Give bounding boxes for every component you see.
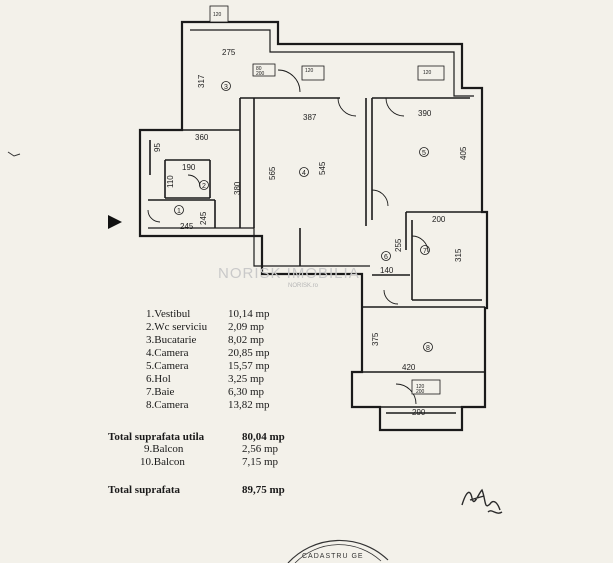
room-area-4: 20,85 mp [228, 347, 270, 359]
stamp-text: CADASTRU GE [302, 553, 364, 560]
total-value: 89,75 mp [242, 484, 285, 496]
room-area-5: 15,57 mp [228, 360, 270, 372]
dim-190: 190 [182, 163, 196, 172]
room-marker-7: 7 [423, 248, 427, 255]
dim-375: 375 [371, 332, 380, 346]
room-marker-labels: 1 2 3 4 5 6 7 8 [177, 84, 430, 352]
svg-text:200: 200 [416, 389, 425, 395]
dimension-labels: 275 317 360 387 390 405 565 545 380 190 … [153, 48, 468, 417]
dim-200: 200 [432, 215, 446, 224]
door-swings [147, 69, 429, 405]
signature [461, 488, 503, 514]
room-name-1: 1.Vestibul [146, 308, 190, 320]
room-area-6: 3,25 mp [228, 373, 265, 385]
window-labels: 120 80 200 120 120 120 200 [213, 12, 432, 395]
watermark-small: NORISK.ro [288, 283, 319, 289]
total-util-label: Total suprafata utila [108, 431, 205, 443]
plan-partitions [148, 22, 485, 414]
entrance-arrow-icon [108, 215, 122, 229]
room-name-3: 3.Bucatarie [146, 334, 197, 346]
room-marker-2: 2 [202, 183, 206, 190]
dim-360: 360 [195, 133, 209, 142]
room-area-7: 6,30 mp [228, 386, 265, 398]
dim-245v: 245 [199, 211, 208, 225]
dim-140: 140 [380, 266, 394, 275]
dim-545: 545 [318, 161, 327, 175]
svg-text:120: 120 [213, 12, 222, 18]
room-marker-5: 5 [422, 150, 426, 157]
total-label: Total suprafata [108, 484, 181, 496]
room-name-5: 5.Camera [146, 360, 189, 372]
room-marker-3: 3 [224, 84, 228, 91]
svg-text:120: 120 [416, 384, 425, 390]
balcony-area-9: 2,56 mp [242, 443, 279, 455]
dim-275: 275 [222, 48, 236, 57]
svg-text:120: 120 [305, 68, 314, 74]
dim-387: 387 [303, 113, 317, 122]
dim-380: 380 [233, 181, 242, 195]
dim-565: 565 [268, 166, 277, 180]
stray-mark [7, 151, 21, 157]
balcony-name-10: 10.Balcon [140, 456, 185, 468]
dim-405: 405 [459, 146, 468, 160]
room-marker-1: 1 [177, 208, 181, 215]
dim-315: 315 [454, 248, 463, 262]
room-marker-6: 6 [384, 254, 388, 261]
balcony-area-10: 7,15 mp [242, 456, 279, 468]
room-name-2: 2.Wc serviciu [146, 321, 208, 333]
dim-95: 95 [153, 143, 162, 152]
stamp-outline [287, 539, 389, 563]
area-legend: 1.Vestibul 10,14 mp 2.Wc serviciu 2,09 m… [108, 308, 285, 496]
dim-110: 110 [166, 175, 175, 188]
stamp-inner-ring [294, 544, 382, 563]
plan-walls [138, 20, 489, 432]
room-area-2: 2,09 mp [228, 321, 265, 333]
room-name-7: 7.Baie [146, 386, 175, 398]
dim-255: 255 [394, 238, 403, 252]
room-marker-circles [174, 81, 433, 352]
room-area-8: 13,82 mp [228, 399, 270, 411]
dim-390: 390 [418, 109, 432, 118]
room-area-3: 8,02 mp [228, 334, 265, 346]
watermark-main: NORISK IMOBILIA [218, 265, 360, 282]
svg-text:200: 200 [256, 71, 265, 77]
dim-245: 245 [180, 222, 194, 231]
svg-text:80: 80 [256, 66, 262, 72]
balcony-name-9: 9.Balcon [144, 443, 184, 455]
windows [209, 5, 445, 395]
total-util-value: 80,04 mp [242, 431, 285, 443]
dim-317: 317 [197, 74, 206, 88]
room-name-6: 6.Hol [146, 373, 171, 385]
svg-text:120: 120 [423, 70, 432, 76]
room-name-4: 4.Camera [146, 347, 189, 359]
room-marker-8: 8 [426, 345, 430, 352]
room-name-8: 8.Camera [146, 399, 189, 411]
dim-290: 290 [412, 408, 426, 417]
dim-420: 420 [402, 363, 416, 372]
room-area-1: 10,14 mp [228, 308, 270, 320]
room-marker-4: 4 [302, 170, 306, 177]
